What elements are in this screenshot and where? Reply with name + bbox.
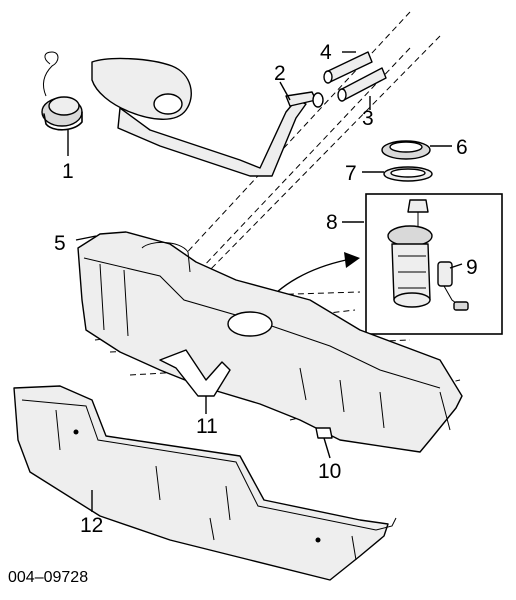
fuel-level-sender: [437, 261, 469, 311]
callout-2: 2: [274, 62, 286, 85]
vent-hose: [323, 51, 373, 84]
callout-8: 8: [326, 211, 338, 234]
fuel-pump-module-box: [365, 193, 503, 335]
fuel-tank-skid-plate: [13, 385, 397, 581]
filler-neck: [91, 57, 324, 177]
callout-6: 6: [456, 136, 468, 159]
lock-ring: [381, 140, 431, 160]
callout-leaders: [67, 51, 463, 512]
callout-labels: 1 2 3 4 5 6 7 8 9 10 11 12: [54, 41, 478, 537]
tank-seal: [383, 166, 433, 182]
fuel-cap: [41, 51, 83, 131]
callout-11: 11: [196, 415, 218, 438]
callout-10: 10: [318, 460, 341, 483]
fill-hose: [337, 67, 387, 102]
callout-5: 5: [54, 232, 66, 255]
callout-4: 4: [320, 41, 332, 64]
callout-1: 1: [62, 160, 74, 183]
callout-3: 3: [362, 107, 374, 130]
mounting-tab: [315, 427, 333, 439]
figure-reference: 004–09728: [8, 569, 88, 586]
callout-9: 9: [466, 256, 478, 279]
callout-7: 7: [345, 162, 357, 185]
tank-strap-bracket: [159, 349, 231, 397]
fuel-pump-module: [387, 199, 433, 308]
fuel-tank: [77, 231, 463, 453]
callout-12: 12: [80, 514, 103, 537]
